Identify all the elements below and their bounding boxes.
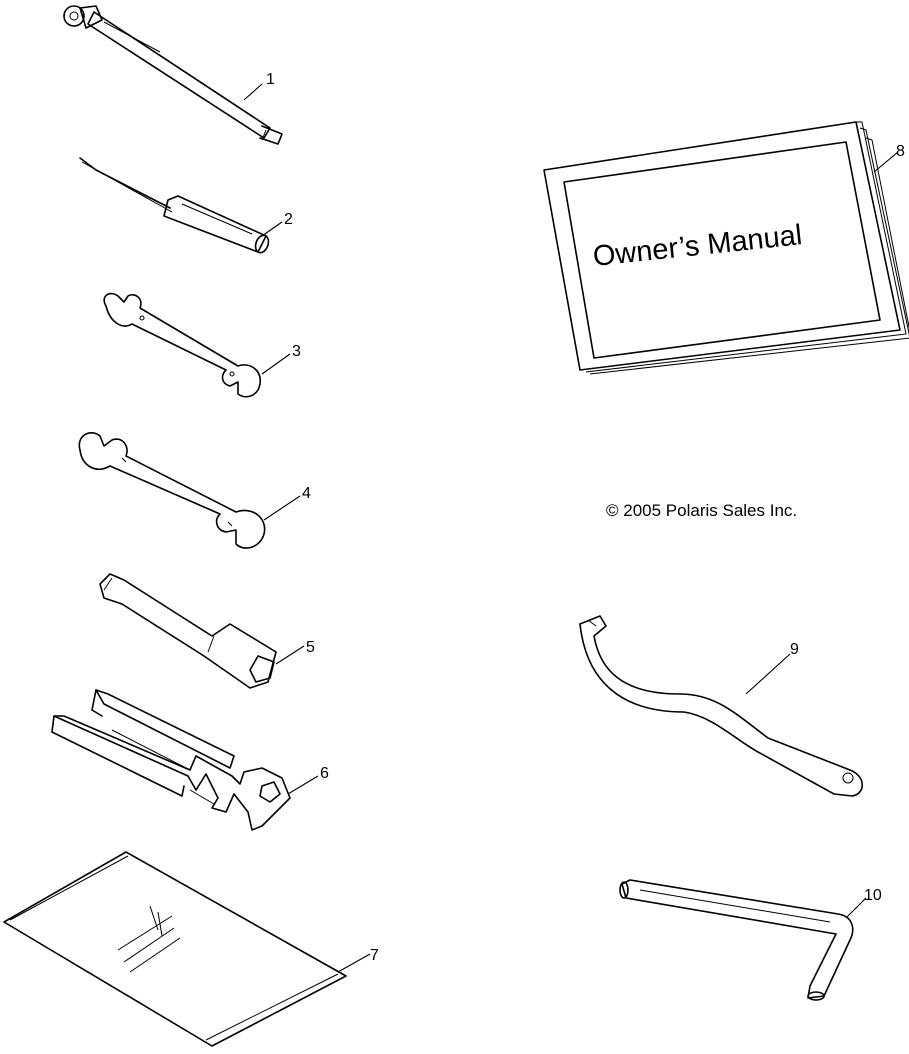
callout-9: 9 [790,641,799,658]
callout-4: 4 [302,485,311,502]
callout-10-leader [845,897,867,919]
callout-1: 1 [266,71,275,88]
manual-cover-title: Owner’s Manual [591,219,803,273]
hex-key-part [619,879,854,1001]
callout-7: 7 [370,947,379,964]
callout-2: 2 [284,211,293,228]
callout-7-leader [337,953,371,973]
callout-5-leader [275,645,305,665]
callout-8: 8 [896,143,905,160]
callout-9-leader [745,653,791,695]
tool-holder-part [51,689,291,831]
tool-bag-part [3,851,347,1047]
screwdriver-part [79,157,270,254]
callout-1-leader [243,83,263,101]
callout-5: 5 [306,639,315,656]
tire-gauge-part [63,5,283,145]
callout-3: 3 [292,343,301,360]
spanner-wrench-part [579,615,864,797]
small-wrench-part [103,292,261,398]
owners-manual-part: Owner’s Manual [543,121,909,375]
spark-plug-socket-part [99,573,277,689]
copyright-notice: © 2005 Polaris Sales Inc. [606,501,797,520]
callout-6: 6 [320,765,329,782]
callout-2-leader [261,221,283,237]
callout-3-leader [261,353,291,375]
large-wrench-part [78,432,266,549]
callout-6-leader [287,775,319,795]
callout-10: 10 [864,887,882,904]
callout-8-leader [873,151,899,173]
callout-4-leader [263,495,301,521]
